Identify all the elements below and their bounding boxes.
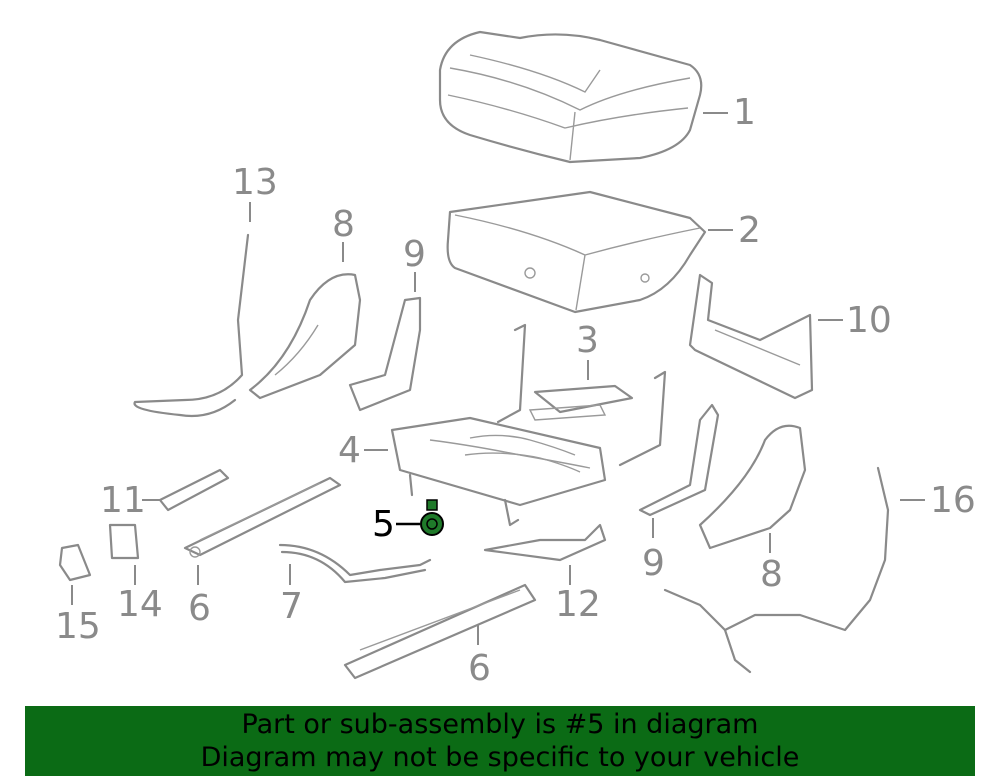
part-7-rod: [278, 543, 432, 584]
part-8-side-shield-right: [698, 424, 807, 550]
part-11-cover: [158, 468, 230, 512]
info-banner: Part or sub-assembly is #5 in diagram Di…: [25, 706, 975, 776]
banner-line-2: Diagram may not be specific to your vehi…: [200, 742, 800, 773]
part-3-plate: [528, 384, 634, 421]
part-6-upper-track: [183, 476, 342, 558]
callout-13: 13: [232, 162, 278, 203]
banner-line-1: Part or sub-assembly is #5 in diagram: [241, 709, 759, 740]
callout-1: 1: [733, 92, 756, 133]
part-4-seat-frame: [390, 323, 667, 527]
part-10-bracket: [688, 273, 814, 400]
leader-lines: [71, 112, 925, 645]
callout-3: 3: [576, 320, 599, 361]
callout-12: 12: [555, 584, 601, 625]
callout-15: 15: [55, 606, 101, 647]
part-13-cable: [133, 233, 250, 418]
callout-9-right: 9: [642, 543, 665, 584]
callout-16: 16: [930, 480, 976, 521]
callout-7: 7: [280, 586, 303, 627]
part-8-side-shield-left: [248, 273, 362, 400]
part-1-cushion-cover: [438, 30, 703, 164]
callout-4: 4: [338, 430, 361, 471]
part-12-bracket: [483, 523, 607, 562]
callout-9-left: 9: [403, 234, 426, 275]
part-9-trim-right: [638, 403, 720, 517]
part-2-cushion-pad: [446, 190, 707, 314]
callout-14: 14: [117, 584, 163, 625]
part-5-highlighted: [420, 499, 444, 536]
callout-6-lower: 6: [468, 648, 491, 689]
part-15-bracket: [58, 543, 92, 582]
seat-parts-diagram: 1 2 3 4 5 6 6 7 8 8 9 9 10 11 12 13 14 1…: [55, 30, 976, 689]
callout-10: 10: [846, 300, 892, 341]
part-9-trim-left: [348, 296, 422, 412]
callout-11: 11: [100, 480, 146, 521]
callout-8-right: 8: [760, 554, 783, 595]
callout-2: 2: [738, 210, 761, 251]
part-6-lower-track: [343, 583, 537, 680]
part-14-clip: [108, 523, 140, 560]
callout-5: 5: [372, 504, 395, 545]
callout-6-upper: 6: [188, 588, 211, 629]
part-16-harness: [663, 466, 890, 674]
callout-8-left: 8: [332, 204, 355, 245]
